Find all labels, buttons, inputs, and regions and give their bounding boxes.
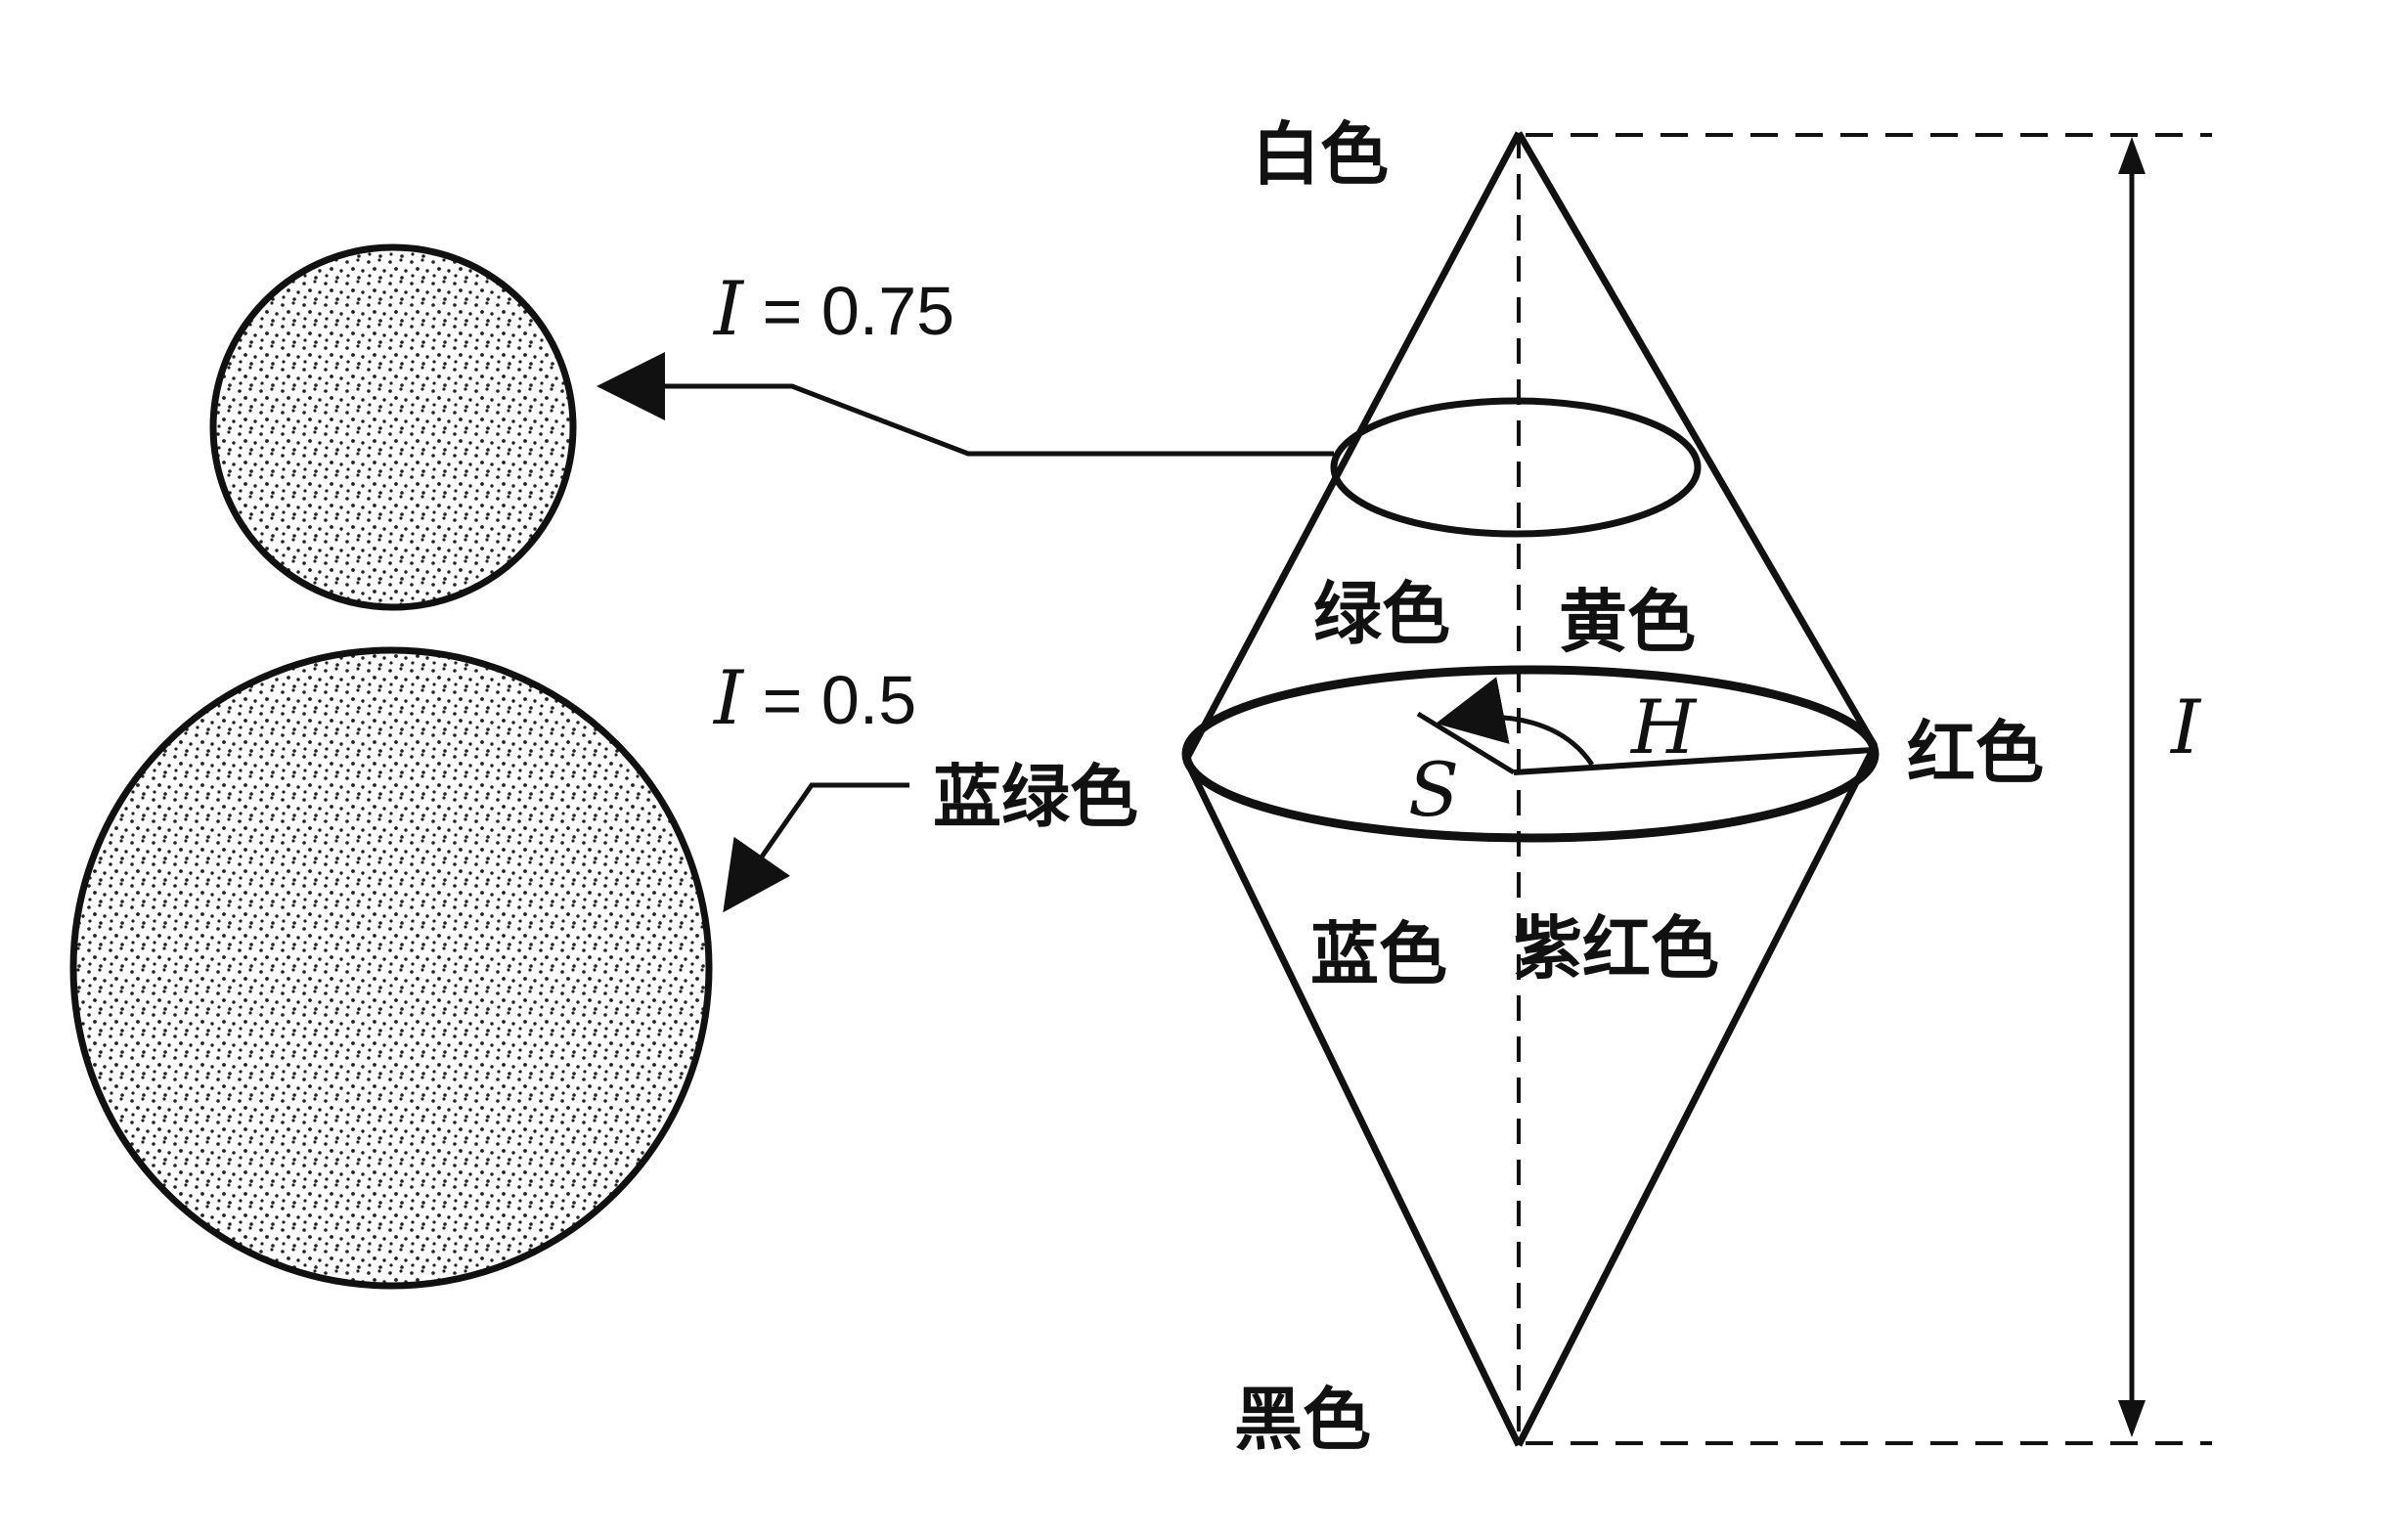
- hue-radius-line: [1513, 747, 1874, 775]
- label-hue: H: [1629, 683, 1698, 770]
- hue-angle-arc: [1436, 677, 1595, 767]
- label-intensity-axis: I: [2169, 683, 2202, 770]
- pointer-upper-to-small-disk: [597, 352, 1334, 457]
- slice-label-lower: I = 0.5: [712, 654, 916, 741]
- intensity-dimension-arrow: [2118, 137, 2146, 1437]
- label-yellow: 黄色: [1559, 582, 1696, 662]
- slice-disk-large: [69, 646, 713, 1290]
- label-blue: 蓝色: [1310, 914, 1447, 994]
- label-white: 白色: [1252, 114, 1389, 195]
- equator-cross-section: [1181, 665, 1880, 843]
- label-magenta: 紫红色: [1514, 908, 1719, 989]
- label-black: 黑色: [1234, 1380, 1371, 1460]
- slice-disk-small: [209, 243, 577, 611]
- saturation-line: [1416, 711, 1516, 775]
- label-saturation: S: [1408, 746, 1459, 833]
- pointer-equator-to-large-disk: [723, 782, 909, 913]
- upper-cross-section: [1330, 397, 1702, 538]
- slice-label-upper: I = 0.75: [712, 265, 954, 352]
- label-red: 红色: [1907, 713, 2044, 793]
- double-cone: [1182, 131, 1879, 1447]
- label-green: 绿色: [1313, 574, 1450, 654]
- label-cyan: 蓝绿色: [933, 757, 1138, 837]
